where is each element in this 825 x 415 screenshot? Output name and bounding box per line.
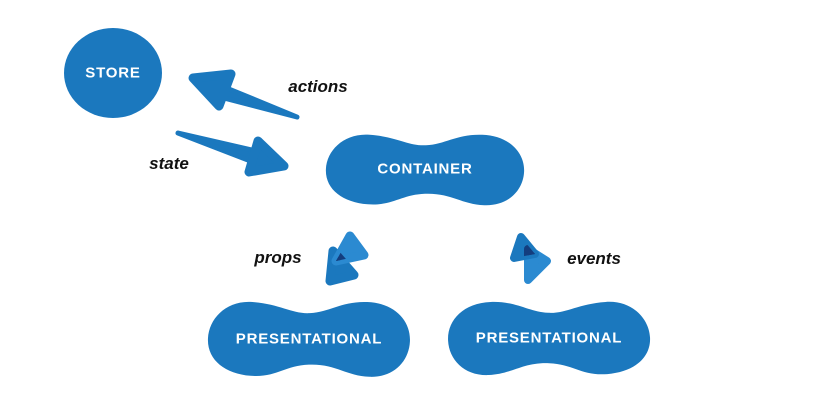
actions-edge-label: actions	[288, 77, 348, 96]
state-arrow	[175, 130, 289, 177]
container-node-label: CONTAINER	[377, 160, 473, 178]
presentational-right-node-label: PRESENTATIONAL	[475, 329, 623, 347]
events-edge-label: events	[567, 249, 621, 268]
actions-arrow-head-edge	[188, 69, 236, 111]
props-edge-label: props	[254, 248, 302, 267]
store-node-shape	[64, 28, 162, 118]
props-triangle-upper-edge	[331, 231, 369, 266]
props-triangles-icon	[325, 231, 369, 286]
state-arrow-head-edge	[244, 136, 289, 177]
events-triangles-icon	[510, 233, 551, 284]
state-arrow-shaft-edge	[175, 130, 255, 163]
actions-arrow-shaft-edge	[217, 84, 300, 120]
actions-arrow	[188, 69, 300, 120]
state-edge-label: state	[149, 154, 189, 173]
store-node-label: STORE	[85, 64, 141, 82]
presentational-left-node-label: PRESENTATIONAL	[235, 330, 383, 348]
